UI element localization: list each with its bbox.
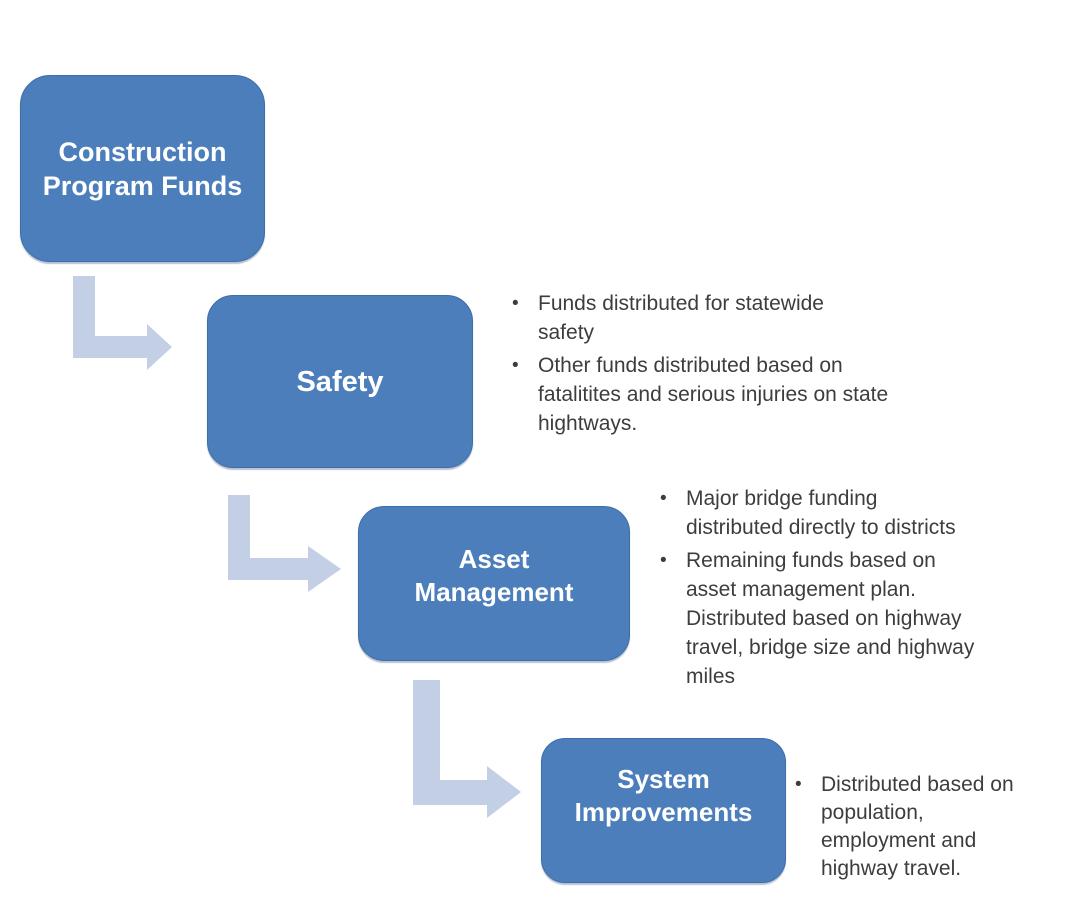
list-item: • Remaining funds based on asset managem… (660, 546, 1074, 691)
bullet-icon: • (795, 774, 802, 795)
bullet-text: Distributed based on population, employm… (821, 773, 1014, 880)
list-item: • Funds distributed for statewide safety (512, 289, 972, 347)
node-label: Construction Program Funds (42, 136, 243, 201)
node-label: Asset Management (414, 543, 574, 607)
node-construction-program-funds: Construction Program Funds (20, 75, 265, 262)
bullet-list-system-improvements: • Distributed based on population, emplo… (795, 771, 1074, 883)
node-safety: Safety (207, 295, 473, 468)
elbow-arrow-icon-3 (413, 680, 521, 818)
node-label: Safety (296, 365, 384, 398)
bullet-text: Remaining funds based on asset managemen… (686, 549, 975, 688)
bullet-icon: • (660, 550, 667, 571)
bullet-list-safety: • Funds distributed for statewide safety… (512, 289, 972, 438)
bullet-text: Other funds distributed based on fatalit… (538, 354, 889, 435)
list-item: • Major bridge funding distributed direc… (660, 484, 1074, 542)
bullet-text: Funds distributed for statewide safety (538, 292, 824, 344)
bullet-icon: • (660, 488, 667, 509)
elbow-arrow-icon-1 (73, 276, 172, 370)
elbow-arrow-icon-2 (228, 495, 341, 592)
list-item: • Distributed based on population, emplo… (795, 771, 1074, 883)
bullet-icon: • (512, 293, 519, 314)
bullet-icon: • (512, 355, 519, 376)
node-label: System Improvements (574, 763, 753, 827)
bullet-list-asset-management: • Major bridge funding distributed direc… (660, 484, 1074, 691)
bullet-text: Major bridge funding distributed directl… (686, 487, 956, 539)
node-system-improvements: System Improvements (541, 738, 786, 883)
list-item: • Other funds distributed based on fatal… (512, 351, 972, 438)
node-asset-management: Asset Management (358, 506, 630, 661)
